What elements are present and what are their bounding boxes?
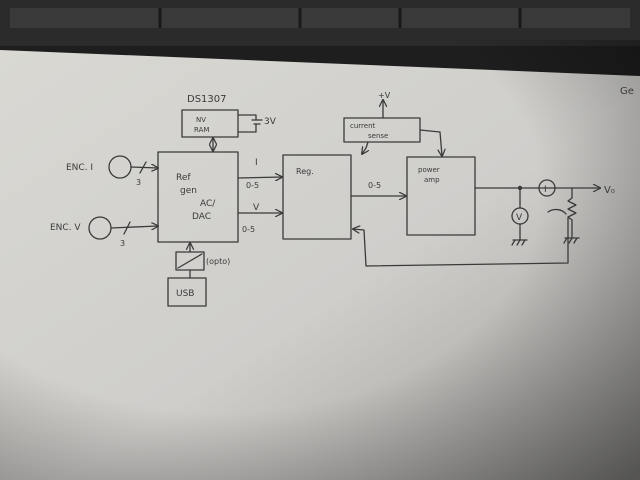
encoder-v-bus-width: 3 (120, 239, 125, 248)
encoder-v-label: ENC. V (50, 223, 81, 233)
nvram-label-line1: NV (196, 116, 206, 124)
current-sense-line1: current (350, 122, 376, 130)
power-amp-block (406, 156, 476, 236)
encoder-i-bus (130, 167, 158, 168)
battery-wire (237, 114, 263, 133)
current-sense-line2: sense (368, 132, 388, 140)
ref-gen-line4: DAC (192, 212, 211, 222)
feedback-loop (353, 217, 569, 267)
resistor-ground (563, 237, 580, 244)
ref-gen-line3: AC/ (200, 199, 216, 209)
output-resistor (567, 187, 577, 239)
encoder-v-bus (110, 226, 158, 228)
optoisolator-label: (opto) (206, 257, 230, 266)
ref-gen-line1: Ref (176, 173, 191, 183)
current-channel-line (237, 177, 282, 178)
current-channel-label: I (255, 158, 258, 168)
sense-to-amp-line (419, 129, 442, 156)
sense-tap (547, 208, 567, 215)
reg-output-range: 0-5 (368, 181, 381, 190)
power-amp-line1: power (418, 166, 440, 174)
nvram-label-line2: RAM (194, 126, 209, 134)
current-channel-range: 0-5 (246, 181, 259, 190)
ammeter-symbol (538, 179, 556, 197)
voltmeter-ground (511, 223, 528, 246)
nvram-block (181, 109, 239, 138)
keyboard-key-row (10, 8, 630, 28)
voltmeter-letter: V (516, 213, 523, 223)
regulator-label: Reg. (296, 167, 314, 176)
ref-gen-dac-block (157, 151, 239, 243)
encoder-i-bus-width: 3 (136, 178, 141, 187)
usb-label: USB (176, 289, 194, 299)
sense-feedback-line (362, 141, 368, 154)
battery-label: 3V (264, 117, 277, 127)
voltage-channel-label: V (253, 203, 260, 213)
regulator-block (282, 154, 352, 240)
optoisolator-diagonal (177, 253, 203, 269)
ammeter-letter: I (544, 185, 547, 195)
power-amp-line2: amp (424, 176, 440, 184)
encoder-i-label: ENC. I (66, 163, 93, 173)
encoder-v-bus-slash (123, 221, 131, 235)
encoder-i-bus-slash (139, 161, 147, 174)
ref-gen-line2: gen (180, 186, 197, 196)
output-label: V₀ (604, 185, 615, 196)
paper-shadow (0, 40, 640, 480)
rtc-chip-label: DS1307 (187, 94, 227, 105)
usb-block (167, 277, 207, 307)
voltage-channel-range: 0-5 (242, 225, 255, 234)
margin-note: Ge (620, 86, 634, 97)
supply-label: +V (378, 91, 391, 100)
